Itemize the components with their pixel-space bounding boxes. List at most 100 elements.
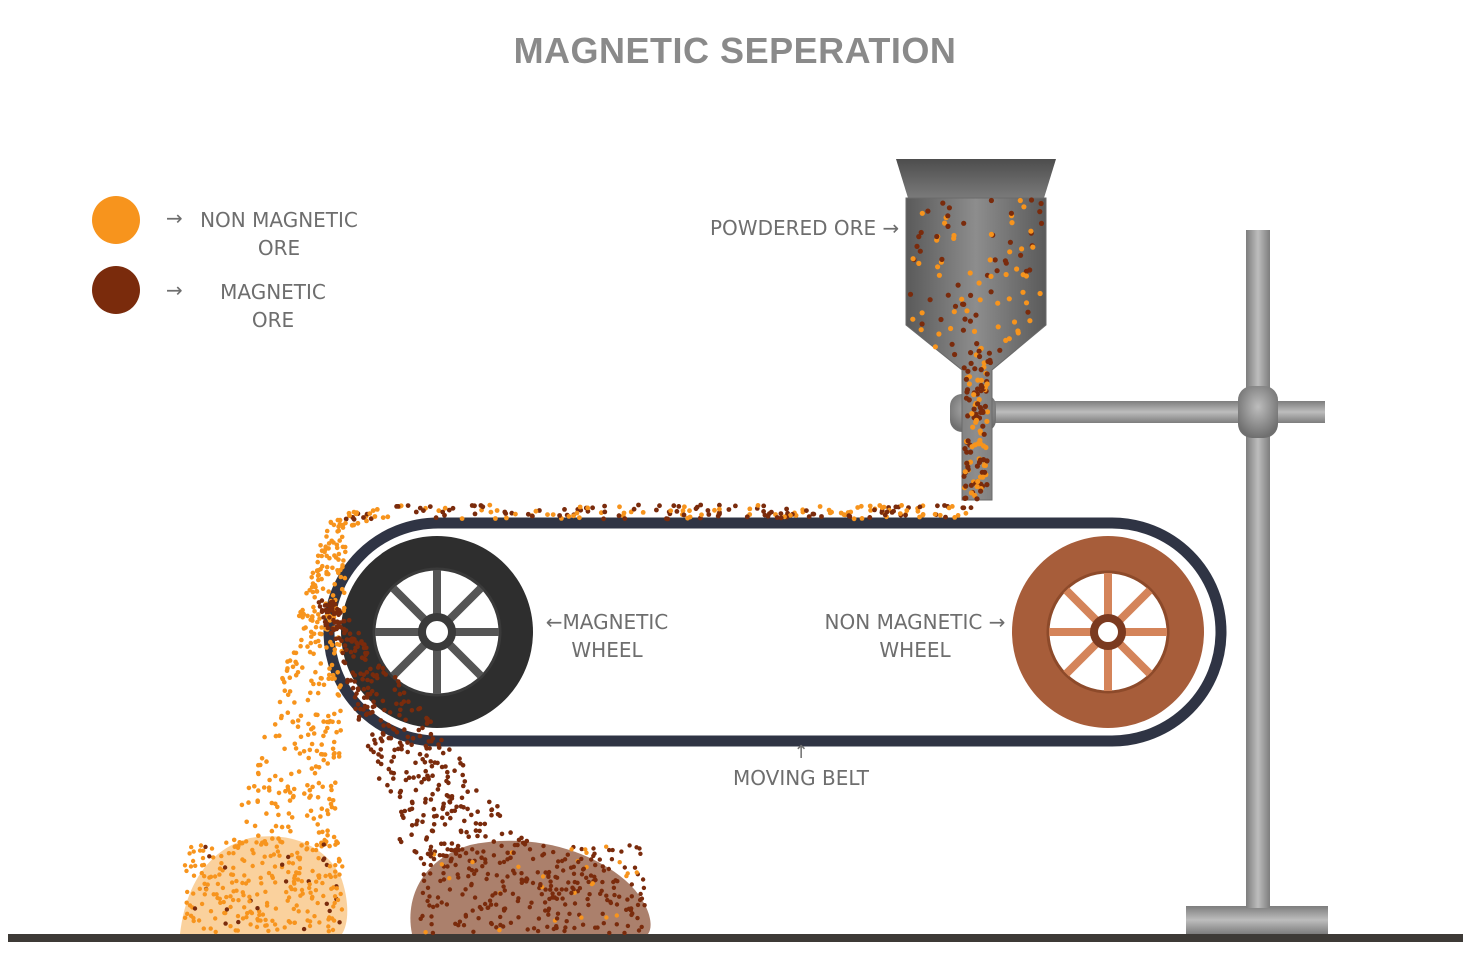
ore-particle <box>429 851 434 856</box>
ore-particle <box>245 911 250 916</box>
ore-particle <box>601 868 607 873</box>
ore-particle <box>572 901 578 906</box>
ore-particle <box>969 411 975 417</box>
ore-particle <box>460 847 465 852</box>
ore-particle <box>349 639 355 644</box>
ore-particle <box>332 651 337 656</box>
ore-particle <box>231 889 236 894</box>
ore-particle <box>983 444 989 451</box>
ore-particle <box>295 877 301 882</box>
ore-particle <box>343 628 349 633</box>
ore-particle <box>298 713 304 719</box>
ore-particle <box>962 495 968 501</box>
ore-particle <box>330 593 336 598</box>
ore-particle <box>897 511 903 516</box>
ore-particle <box>762 512 768 518</box>
ore-particle <box>555 911 561 916</box>
ore-particle <box>441 801 447 807</box>
ore-particle <box>421 776 427 782</box>
ore-particle <box>229 880 235 885</box>
ore-particle <box>539 892 544 897</box>
ore-particle <box>907 291 914 297</box>
ore-particle <box>453 847 459 852</box>
ore-particle <box>435 895 441 900</box>
ore-particle <box>307 649 313 655</box>
ore-particle <box>784 506 789 512</box>
ore-particle <box>984 482 990 488</box>
ore-particle <box>226 851 232 856</box>
ore-particle <box>687 508 692 514</box>
ore-particle <box>224 907 230 912</box>
ore-particle <box>257 912 262 918</box>
ore-particle <box>213 929 218 935</box>
ore-particle <box>586 902 591 908</box>
ore-particle <box>982 403 989 409</box>
ore-particle <box>331 611 337 617</box>
ore-particle <box>416 727 422 733</box>
ore-particle <box>590 881 595 886</box>
ore-particle <box>338 574 344 580</box>
ore-particle <box>974 496 980 502</box>
ore-particle <box>325 808 330 813</box>
ore-particle <box>370 732 375 737</box>
ore-particle <box>916 260 922 266</box>
ore-particle <box>332 900 337 906</box>
ore-particle <box>527 847 533 852</box>
ore-particle <box>318 751 324 757</box>
non-magnetic-ore-pile <box>180 836 348 934</box>
ore-particle <box>321 757 327 763</box>
ore-particle <box>202 892 207 897</box>
ore-particle <box>427 894 432 899</box>
ore-particle <box>445 847 450 852</box>
ore-particle <box>919 310 925 316</box>
ore-particle <box>494 508 500 513</box>
ore-particle <box>485 871 491 877</box>
ore-particle <box>974 341 980 347</box>
ore-particle <box>217 896 222 901</box>
ore-particle <box>322 752 328 757</box>
ore-particle <box>397 712 402 718</box>
wheel-spoke <box>1115 639 1153 677</box>
ore-particle <box>535 870 540 875</box>
ore-particle <box>329 676 335 682</box>
ore-particle <box>405 740 410 745</box>
ore-particle <box>430 828 436 834</box>
ore-particle <box>327 672 332 678</box>
ore-particle <box>273 906 279 911</box>
ore-particle <box>577 515 582 521</box>
ore-particle <box>946 205 953 211</box>
ore-particle <box>600 879 605 885</box>
ore-particle <box>997 347 1003 353</box>
ore-particle <box>447 876 452 881</box>
ore-particle <box>420 913 425 919</box>
ore-particle <box>562 857 568 862</box>
ore-particle <box>185 889 190 895</box>
ore-particle <box>640 877 646 882</box>
ore-particle <box>248 922 253 927</box>
ore-particle <box>296 909 301 914</box>
ore-particle <box>325 828 330 833</box>
ore-particle <box>435 760 440 766</box>
ore-particle <box>591 853 596 859</box>
ore-particle <box>275 804 280 810</box>
ore-particle <box>405 749 411 755</box>
ore-particle <box>336 528 342 533</box>
ore-particle <box>199 863 205 868</box>
ore-particle <box>380 515 386 520</box>
ore-particle <box>480 864 485 869</box>
ore-particle <box>341 590 347 596</box>
ore-particle <box>237 840 242 845</box>
ore-particle <box>975 478 981 485</box>
legend-arrow-non-magnetic: → <box>166 206 183 230</box>
ore-particle <box>454 804 459 810</box>
ore-particle <box>409 823 415 828</box>
ore-particle <box>413 787 419 793</box>
ore-particle <box>397 740 403 745</box>
ore-particle <box>365 743 371 749</box>
ore-particle <box>418 856 424 861</box>
ore-particle <box>937 512 943 518</box>
ore-particle <box>494 902 499 907</box>
ore-particle <box>340 565 345 570</box>
ore-particle <box>538 883 543 888</box>
ore-particle <box>554 916 560 921</box>
